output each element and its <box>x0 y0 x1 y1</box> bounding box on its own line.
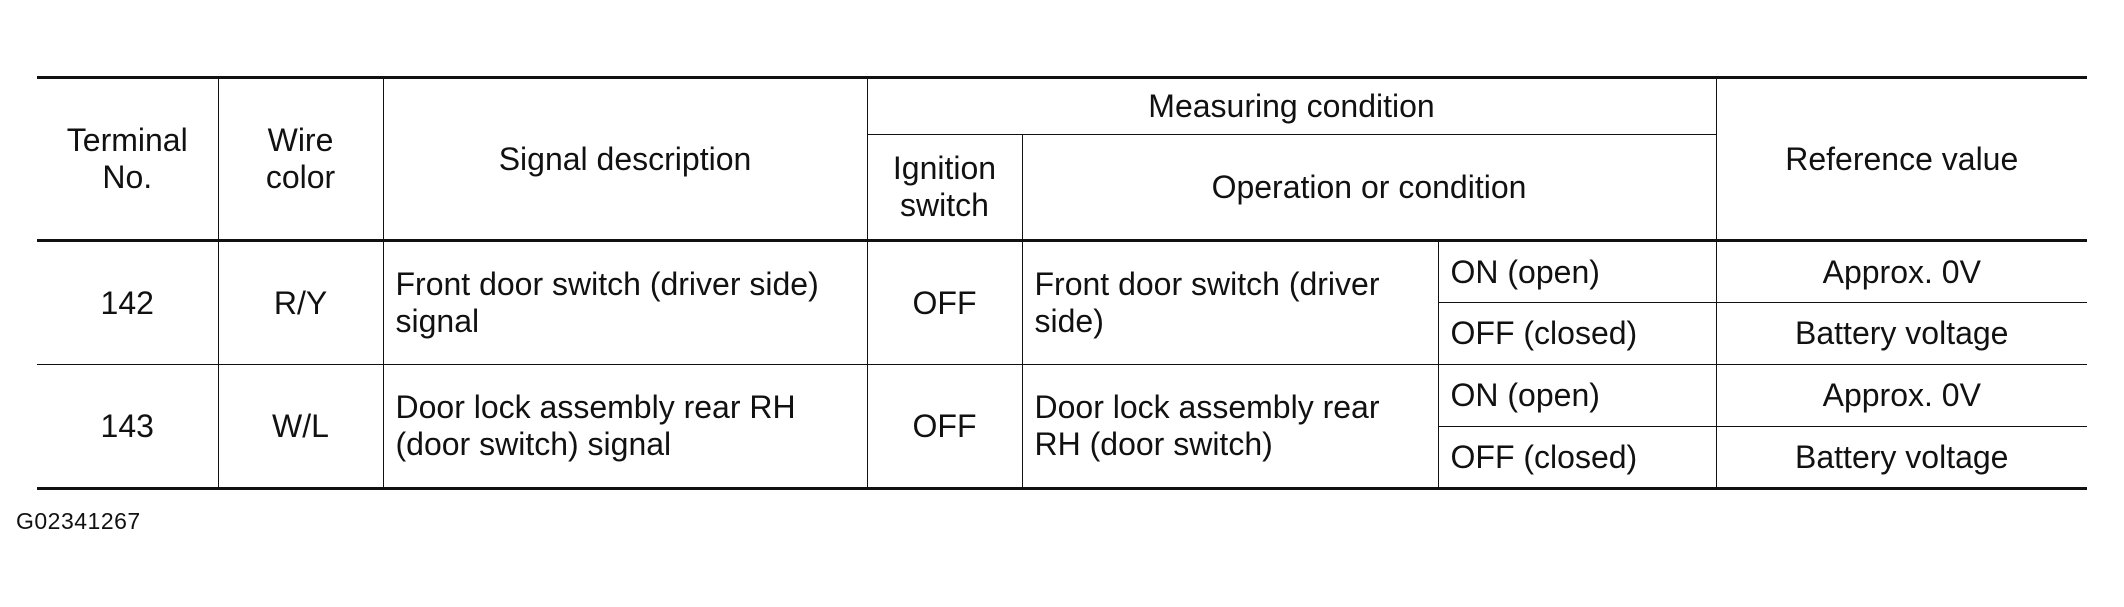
table-body: 142 R/Y Front door switch (driver side) … <box>37 240 2087 490</box>
terminal-number: 143 <box>37 364 219 490</box>
table-row: 143 W/L Door lock assembly rear RH (door… <box>37 364 2087 490</box>
reference-value: Battery voltage <box>1715 426 2087 490</box>
table-row: OFF (closed) Battery voltage <box>37 302 2087 365</box>
terminal-number: 142 <box>37 240 219 365</box>
ignition-switch-state: OFF <box>866 364 1023 490</box>
wire-color: W/L <box>217 364 384 490</box>
condition-state: ON (open) <box>1437 364 1717 427</box>
condition-state: OFF (closed) <box>1438 302 1717 365</box>
header-signal-description: Signal description <box>382 76 868 242</box>
header-operation-or-condition: Operation or condition <box>1021 134 1716 242</box>
header-reference-value: Reference value <box>1715 76 2087 242</box>
wire-color: R/Y <box>217 240 384 365</box>
reference-value: Battery voltage <box>1715 302 2087 365</box>
reference-value: Approx. 0V <box>1715 364 2087 427</box>
condition-state: OFF (closed) <box>1438 426 1717 490</box>
terminal-reference-table: Terminal No. Wire color Signal descripti… <box>37 76 2087 490</box>
operation-description: Door lock assembly rear RH (door switch) <box>1021 364 1439 490</box>
figure-id: G02341267 <box>16 508 141 534</box>
condition-state: ON (open) <box>1437 240 1717 303</box>
signal-description: Front door switch (driver side) signal <box>382 240 868 365</box>
signal-description: Door lock assembly rear RH (door switch)… <box>382 364 868 490</box>
table-row: 142 R/Y Front door switch (driver side) … <box>37 240 2087 365</box>
operation-description: Front door switch (driver side) <box>1021 240 1439 365</box>
table-row: OFF (closed) Battery voltage <box>37 426 2087 490</box>
header-terminal-no: Terminal No. <box>37 76 219 242</box>
table-header: Terminal No. Wire color Signal descripti… <box>37 76 2087 242</box>
ignition-switch-state: OFF <box>866 240 1023 365</box>
header-measuring-condition: Measuring condition <box>866 76 1717 135</box>
header-wire-color: Wire color <box>217 76 384 242</box>
header-ignition-switch: Ignition switch <box>867 134 1023 242</box>
reference-value: Approx. 0V <box>1715 240 2087 303</box>
